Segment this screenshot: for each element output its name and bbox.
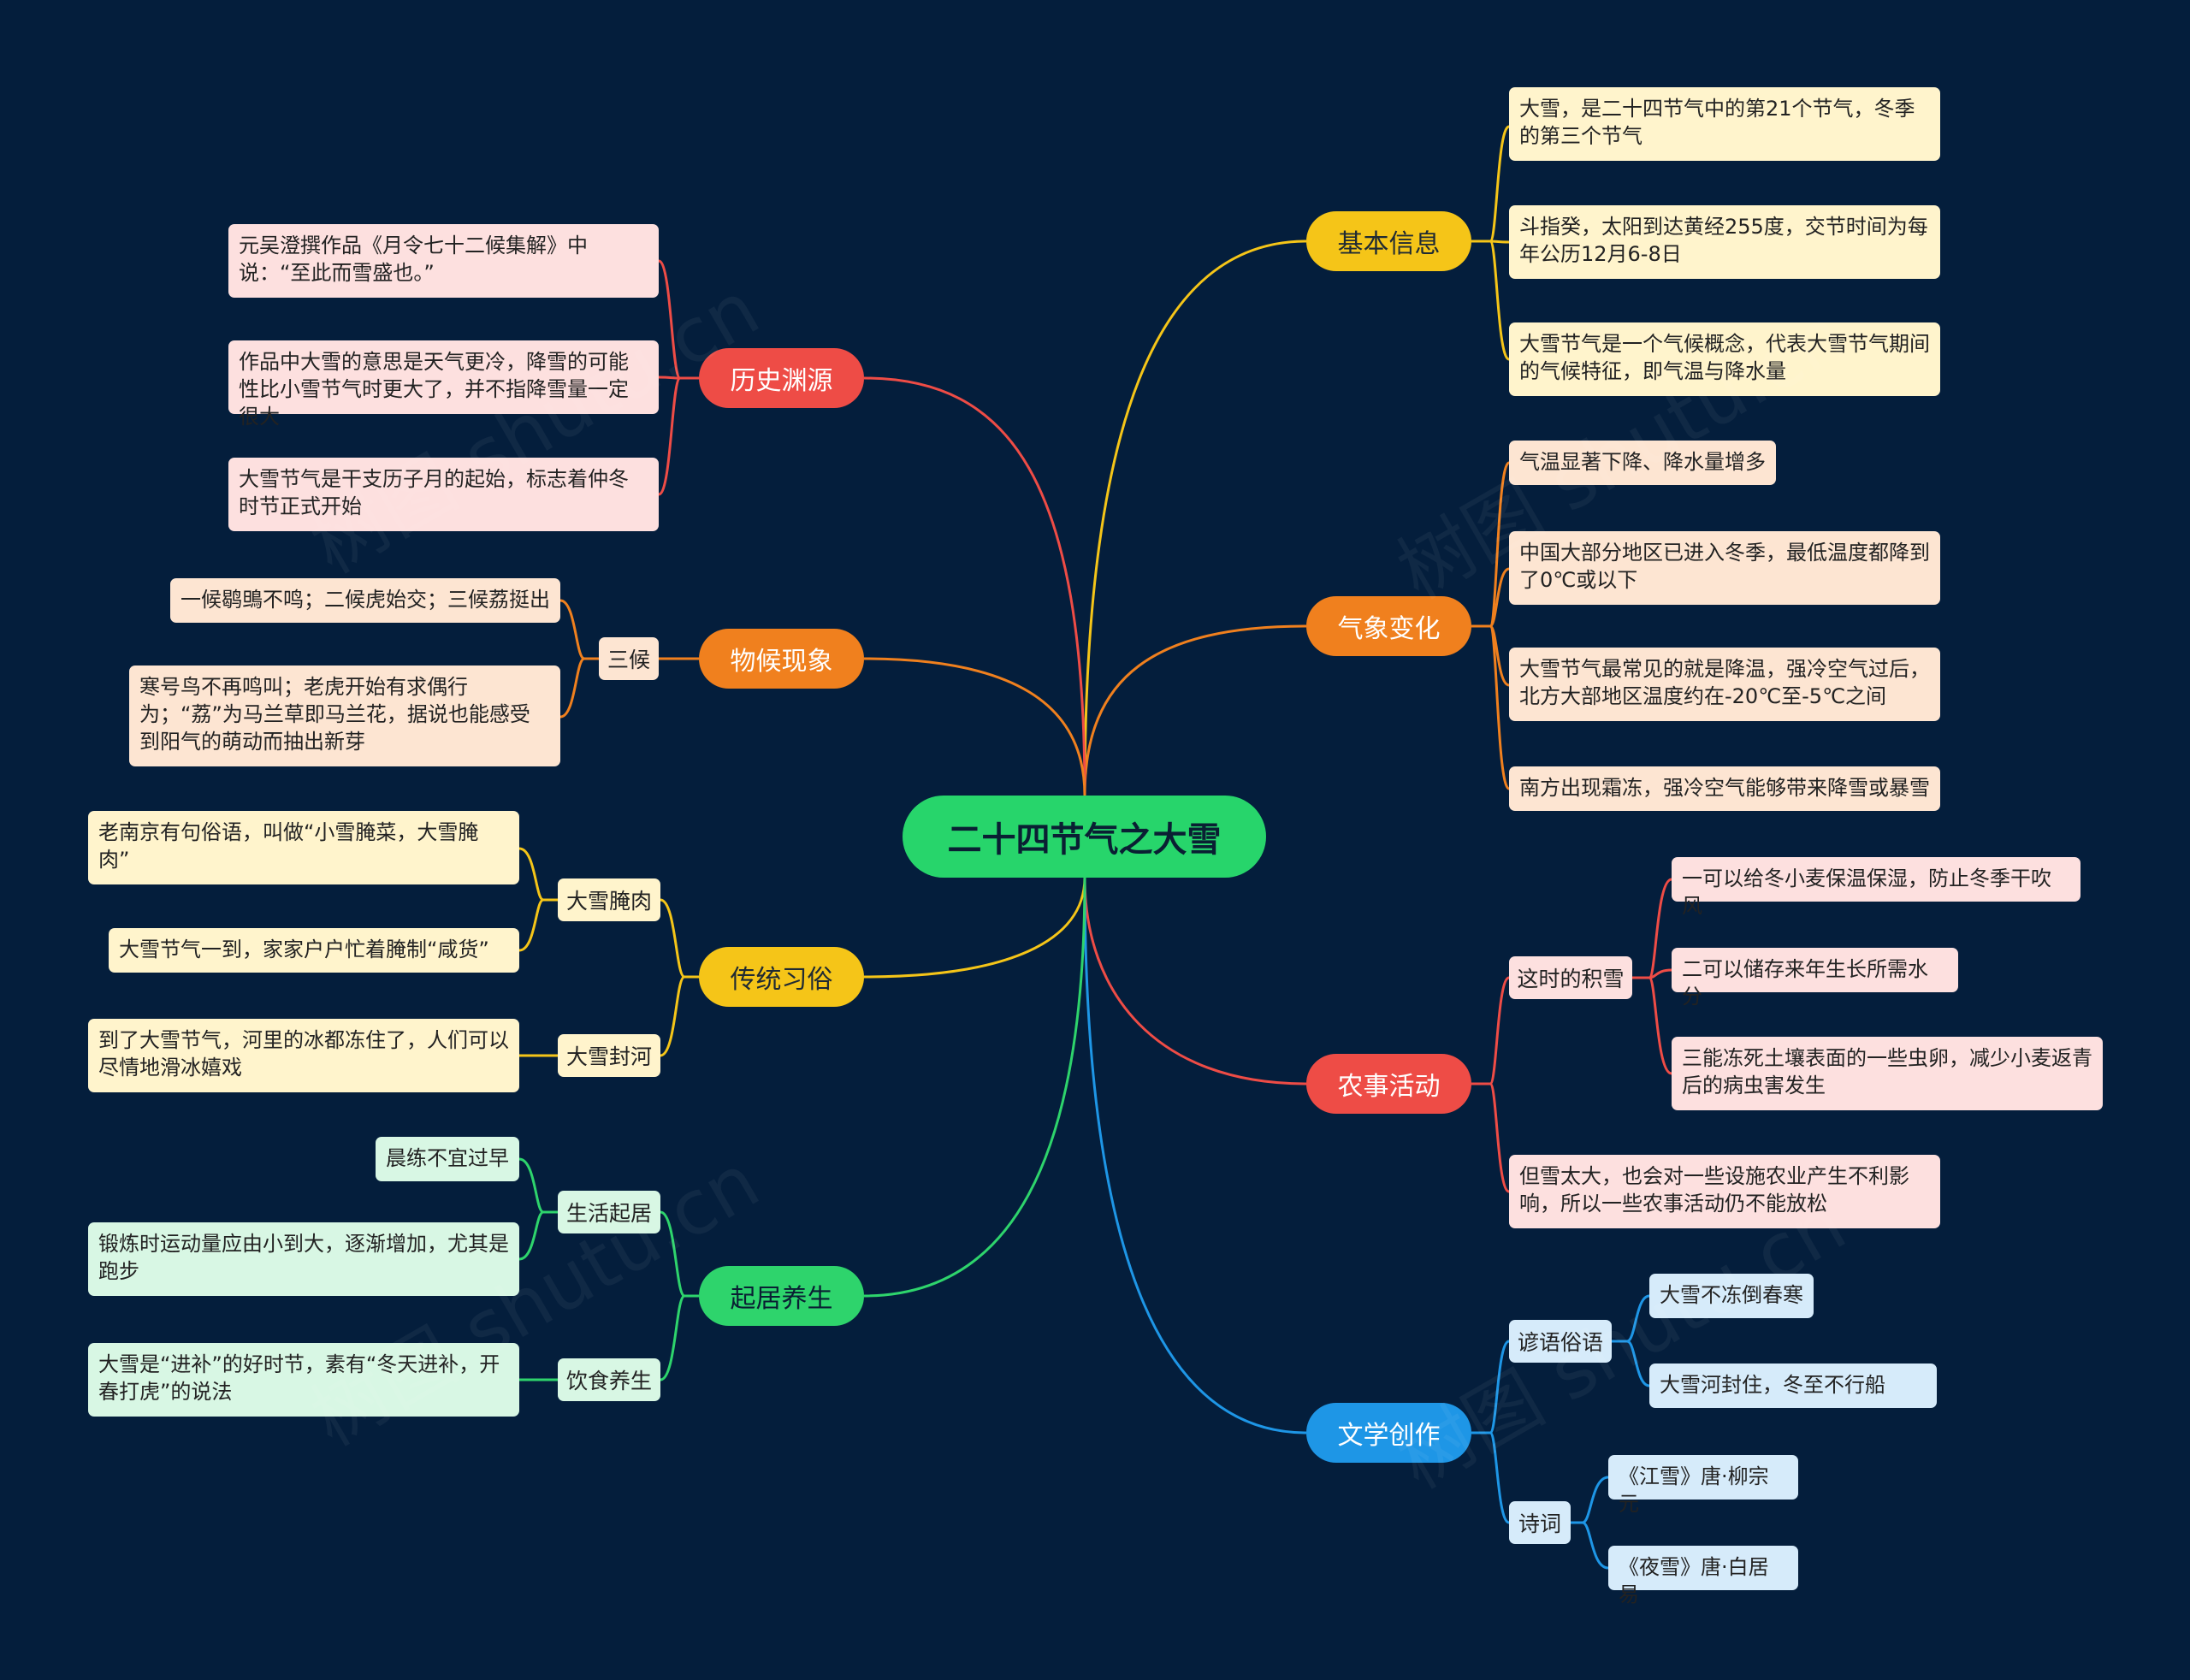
leaf-poem-2[interactable]: 《夜雪》唐·白居易 — [1608, 1546, 1798, 1606]
leaf-weather-2[interactable]: 中国大部分地区已进入冬季，最低温度都降到了0℃或以下 — [1509, 531, 1940, 605]
leaf-basic-info-3[interactable]: 大雪节气是一个气候概念，代表大雪节气期间的气候特征，即气温与降水量 — [1509, 322, 1940, 396]
leaf-pentads-1[interactable]: 一候鹖鴠不鸣；二候虎始交；三候荔挺出 — [170, 578, 560, 623]
sub-diet[interactable]: 饮食养生 — [558, 1358, 660, 1401]
leaf-farming-warning[interactable]: 但雪太大，也会对一些设施农业产生不利影响，所以一些农事活动仍不能放松 — [1509, 1155, 1940, 1228]
connector-yangsheng — [863, 877, 1086, 1298]
sub-poems[interactable]: 诗词 — [1509, 1501, 1571, 1544]
sub-frozen-river[interactable]: 大雪封河 — [558, 1034, 660, 1077]
leaf-diet-1[interactable]: 大雪是“进补”的好时节，素有“冬天进补，开春打虎”的说法 — [88, 1343, 519, 1417]
leaf-cured-meat-2[interactable]: 大雪节气一到，家家户户忙着腌制“咸货” — [109, 928, 519, 973]
leaf-weather-1[interactable]: 气温显著下降、降水量增多 — [1509, 441, 1776, 485]
connector-xisu — [863, 877, 1086, 979]
branch-customs[interactable]: 传统习俗 — [699, 947, 864, 1007]
leaf-weather-3[interactable]: 大雪节气最常见的就是降温，强冷空气过后，北方大部地区温度约在-20℃至-5℃之间 — [1509, 648, 1940, 721]
sub-snow-cover[interactable]: 这时的积雪 — [1509, 956, 1632, 999]
leaf-cured-meat-1[interactable]: 老南京有句俗语，叫做“小雪腌菜，大雪腌肉” — [88, 811, 519, 884]
leaf-snow-cover-1[interactable]: 一可以给冬小麦保温保湿，防止冬季干吹风 — [1672, 857, 2080, 918]
connector-wuhou — [863, 657, 1086, 796]
leaf-pentads-2[interactable]: 寒号鸟不再鸣叫；老虎开始有求偶行为；“荔”为马兰草即马兰花，据说也能感受到阳气的… — [129, 665, 560, 766]
sub-proverbs[interactable]: 谚语俗语 — [1509, 1320, 1612, 1363]
branch-literature[interactable]: 文学创作 — [1306, 1403, 1471, 1463]
connector-wenxue — [1083, 877, 1307, 1435]
connector-jiben — [1083, 240, 1307, 796]
leaf-snow-cover-2[interactable]: 二可以储存来年生长所需水分 — [1672, 948, 1958, 1009]
branch-history[interactable]: 历史渊源 — [699, 348, 864, 408]
leaf-frozen-river-1[interactable]: 到了大雪节气，河里的冰都冻住了，人们可以尽情地滑冰嬉戏 — [88, 1019, 519, 1092]
leaf-history-2[interactable]: 作品中大雪的意思是天气更冷，降雪的可能性比小雪节气时更大了，并不指降雪量一定很大 — [228, 340, 659, 429]
leaf-snow-cover-3[interactable]: 三能冻死土壤表面的一些虫卵，减少小麦返青后的病虫害发生 — [1672, 1037, 2103, 1110]
connector-qixiang — [1083, 624, 1307, 796]
leaf-proverb-1[interactable]: 大雪不冻倒春寒 — [1649, 1274, 1814, 1318]
connector-lishi — [863, 376, 1086, 796]
leaf-weather-4[interactable]: 南方出现霜冻，强冷空气能够带来降雪或暴雪 — [1509, 766, 1940, 811]
branch-weather-change[interactable]: 气象变化 — [1306, 596, 1471, 656]
leaf-daily-life-2[interactable]: 锻炼时运动量应由小到大，逐渐增加，尤其是跑步 — [88, 1222, 519, 1296]
sub-three-pentads[interactable]: 三候 — [599, 637, 659, 680]
branch-phenology[interactable]: 物候现象 — [699, 629, 864, 689]
branch-basic-info[interactable]: 基本信息 — [1306, 211, 1471, 271]
root-topic[interactable]: 二十四节气之大雪 — [903, 796, 1266, 878]
leaf-basic-info-2[interactable]: 斗指癸，太阳到达黄经255度，交节时间为每年公历12月6-8日 — [1509, 205, 1940, 279]
sub-cured-meat[interactable]: 大雪腌肉 — [558, 878, 660, 921]
connector-nongshi — [1083, 877, 1307, 1085]
leaf-history-1[interactable]: 元吴澄撰作品《月令七十二候集解》中说：“至此而雪盛也。” — [228, 224, 659, 298]
leaf-basic-info-1[interactable]: 大雪，是二十四节气中的第21个节气，冬季的第三个节气 — [1509, 87, 1940, 161]
leaf-poem-1[interactable]: 《江雪》唐·柳宗元 — [1608, 1455, 1798, 1516]
leaf-daily-life-1[interactable]: 晨练不宜过早 — [376, 1137, 519, 1181]
branch-farming[interactable]: 农事活动 — [1306, 1054, 1471, 1114]
sub-daily-life[interactable]: 生活起居 — [558, 1191, 660, 1233]
leaf-proverb-2[interactable]: 大雪河封住，冬至不行船 — [1649, 1364, 1937, 1408]
leaf-history-3[interactable]: 大雪节气是干支历子月的起始，标志着仲冬时节正式开始 — [228, 458, 659, 531]
branch-health[interactable]: 起居养生 — [699, 1266, 864, 1326]
